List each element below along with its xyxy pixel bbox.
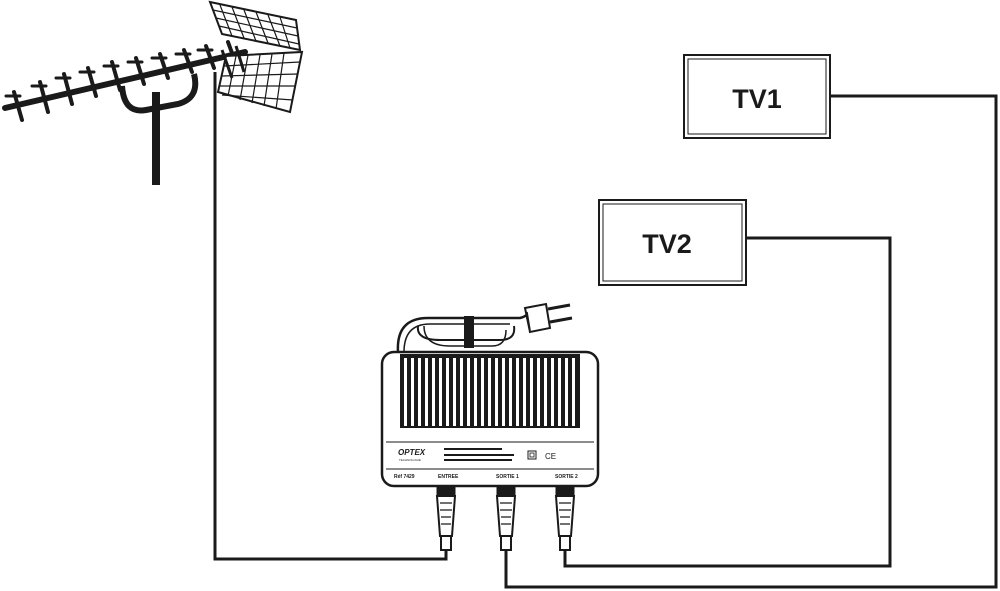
output2-label: SORTIE 2 [555, 474, 578, 480]
brand-logo: OPTEX [398, 448, 426, 457]
ref-label: Réf 7429 [394, 474, 415, 480]
input-connector-icon [435, 485, 457, 551]
output1-connector-icon [495, 485, 517, 551]
tv2-label: TV2 [642, 229, 692, 259]
cables [213, 72, 998, 589]
antenna-cable [213, 72, 448, 561]
tv2-cable [563, 236, 892, 568]
output1-label: SORTIE 1 [496, 474, 519, 480]
plug-icon [523, 302, 573, 334]
tv2: TV2 [598, 199, 747, 286]
output2-connector-icon [554, 485, 576, 551]
tv1-cable [504, 94, 998, 589]
antenna-icon [2, 0, 304, 185]
spec-text-lines [444, 448, 514, 461]
amplifier: OPTEX TECHNOLOGIE CE Réf 7429 ENTREE SOR… [380, 350, 600, 488]
tv1-label: TV1 [732, 84, 782, 114]
tv1: TV1 [683, 54, 831, 139]
double-insulation-icon [527, 450, 537, 460]
cooling-fins [400, 354, 580, 428]
brand-sub: TECHNOLOGIE [399, 458, 421, 462]
input-label: ENTREE [438, 474, 459, 480]
ce-mark: CE [545, 452, 556, 461]
power-cord [396, 311, 530, 353]
